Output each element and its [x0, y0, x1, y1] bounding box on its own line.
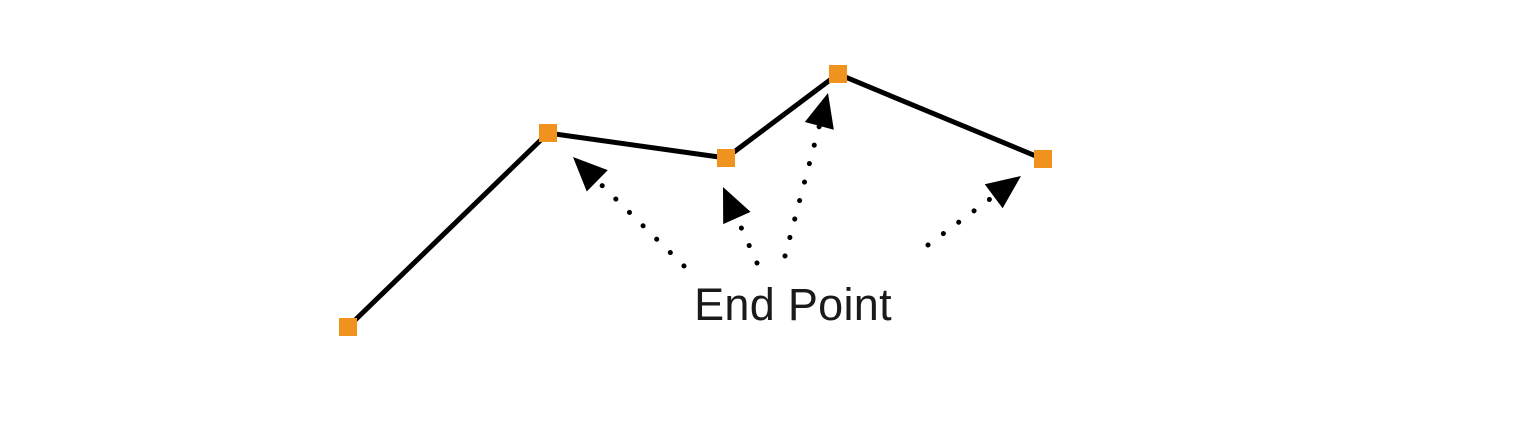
leader-line-4	[925, 193, 997, 248]
arrow-head-1	[573, 157, 608, 192]
arrow-head-4	[984, 176, 1021, 209]
point-marker-1[interactable]	[539, 124, 557, 142]
leader-line-2	[734, 215, 760, 266]
arrow-head-3	[804, 93, 834, 130]
leader-line-1	[594, 178, 687, 269]
point-marker-2[interactable]	[717, 149, 735, 167]
arrow-head-2	[723, 187, 751, 225]
arrow-heads-group	[573, 93, 1021, 225]
end-point-label: End Point	[694, 279, 892, 330]
leader-line-3	[782, 123, 822, 259]
point-marker-3[interactable]	[829, 65, 847, 83]
point-markers-group	[339, 65, 1052, 336]
leader-lines-group	[594, 123, 997, 269]
point-marker-0[interactable]	[339, 318, 357, 336]
point-marker-4[interactable]	[1034, 150, 1052, 168]
